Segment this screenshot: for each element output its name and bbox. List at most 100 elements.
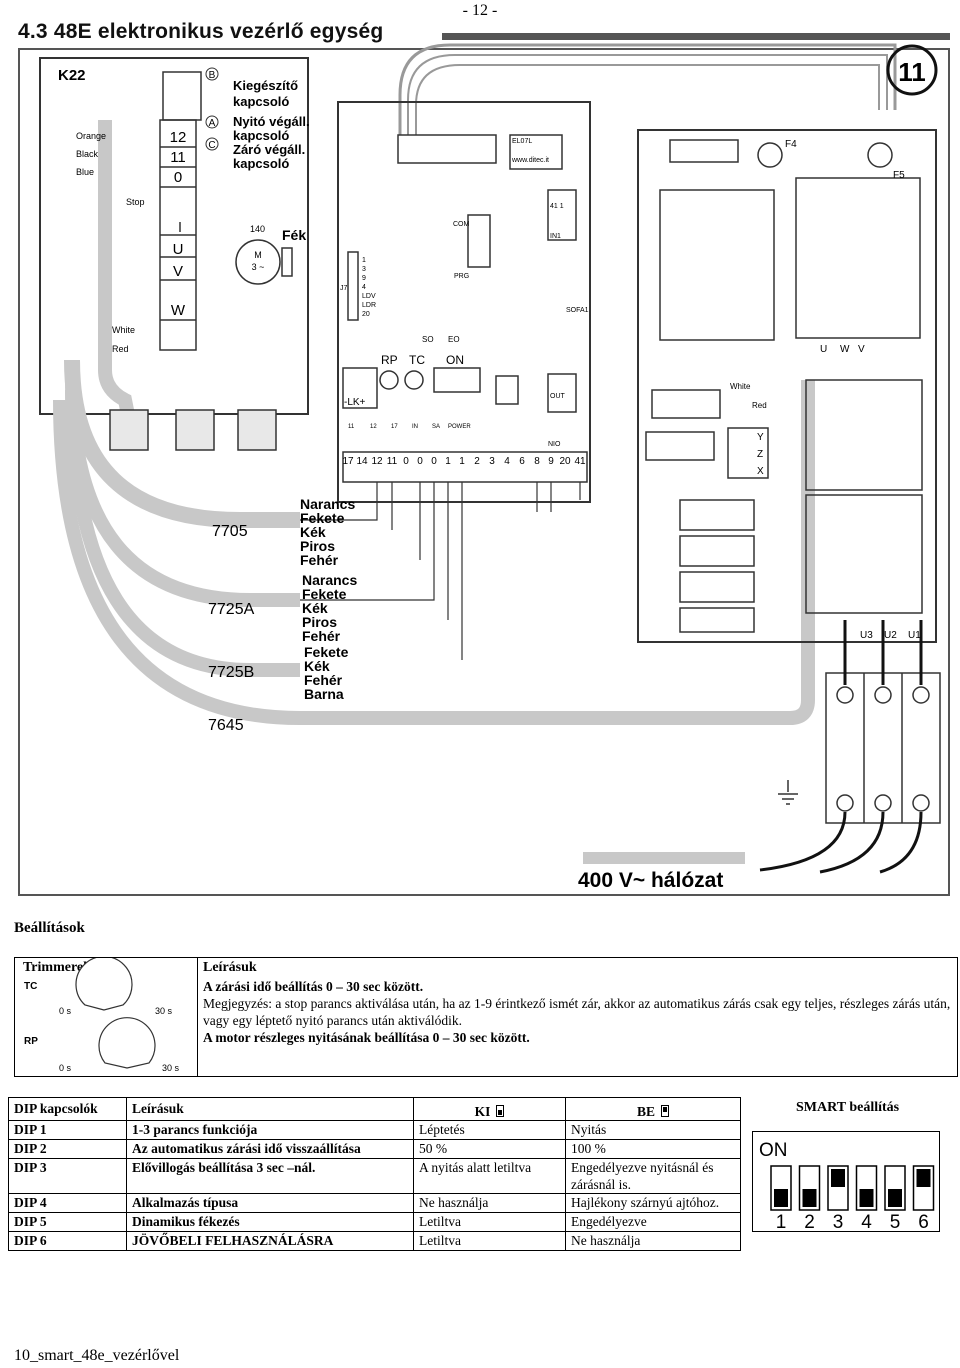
smart-switch-lever xyxy=(916,1169,931,1187)
cable-7725a-wire: Fekete xyxy=(302,586,347,602)
dip-description: Az automatikus zárási idő visszaállítása xyxy=(126,1139,414,1159)
cable-code: 7645 xyxy=(208,717,244,734)
motor-number: 140 xyxy=(250,224,265,234)
terminal-w: W xyxy=(171,302,186,319)
strip-terminal: 8 xyxy=(534,456,540,467)
switch-a-letter: A xyxy=(209,118,216,129)
table-row: DIP 1 1-3 parancs funkciója Léptetés Nyi… xyxy=(8,1120,741,1140)
switch-on-icon xyxy=(661,1105,669,1117)
table-row: DIP 6 JÖVŐBELI FELHASZNÁLÁSRA Letiltva N… xyxy=(8,1231,741,1251)
j7-pin: 4 xyxy=(362,284,366,291)
section-title: 4.3 48E elektronikus vezérlő egység xyxy=(18,20,384,43)
k22-label: K22 xyxy=(58,67,86,84)
strip-terminal: 14 xyxy=(356,456,368,467)
power-label: White xyxy=(730,382,751,391)
rp-trimmer-label: RP xyxy=(24,1036,38,1047)
dip-number: DIP 2 xyxy=(8,1139,127,1159)
j7-pin: LDR xyxy=(362,302,376,309)
power-label: U1 xyxy=(908,630,921,641)
motor-label: M xyxy=(254,250,262,260)
settings-heading: Beállítások xyxy=(14,920,85,936)
strip-terminal: 1 xyxy=(459,456,465,467)
power-board xyxy=(637,129,937,643)
tc-note: Megjegyzés: a stop parancs aktiválása ut… xyxy=(203,996,951,1028)
wire-label: Stop xyxy=(126,197,145,207)
strip-terminal: 12 xyxy=(371,456,383,467)
on-label: ON xyxy=(759,1140,788,1161)
cable-7725a-wire: Piros xyxy=(302,614,337,630)
dip-description: Alkalmazás típusa xyxy=(126,1193,414,1213)
led-label: 11 xyxy=(348,424,355,430)
control-board xyxy=(337,101,591,503)
smart-switch-number: 6 xyxy=(918,1212,929,1231)
cable-7725a-wire: Fehér xyxy=(302,628,341,644)
cable-code: 7705 xyxy=(212,523,248,540)
board-code: IN1 xyxy=(550,233,561,240)
smart-switch-lever xyxy=(774,1189,788,1207)
power-label: U2 xyxy=(884,630,897,641)
brake-label: Fék xyxy=(282,227,306,243)
trimmer-label: TC xyxy=(409,353,425,367)
cable-code: 7725B xyxy=(208,664,254,681)
board-code: OUT xyxy=(550,393,566,400)
led-label: 12 xyxy=(370,424,377,430)
cable-7725b-wire: Barna xyxy=(304,686,344,702)
board-code: PRG xyxy=(454,273,469,280)
power-label: X xyxy=(757,466,764,477)
diagram-frame xyxy=(18,48,950,896)
cable-7725b-wire: Fekete xyxy=(304,644,349,660)
rp-dial xyxy=(98,1017,156,1069)
switch-b-label: Kiegészítő xyxy=(233,78,298,93)
smart-switch-lever xyxy=(859,1189,874,1207)
dip-description: JÖVŐBELI FELHASZNÁLÁSRA xyxy=(126,1231,414,1251)
table-row: DIP 3 Elővillogás beállítása 3 sec –nál.… xyxy=(8,1158,741,1194)
page-number: - 12 - xyxy=(462,2,498,19)
cable-7705-wire: Fehér xyxy=(300,552,339,568)
dip-description: Dinamikus fékezés xyxy=(126,1212,414,1232)
cable-7705-wire: Fekete xyxy=(300,510,345,526)
tc-min: 0 s xyxy=(59,1006,72,1016)
switch-c-label: Záró végáll. xyxy=(233,142,305,157)
wire-label: Black xyxy=(76,149,99,159)
j7-pin: 1 xyxy=(362,257,366,264)
strip-terminal: 9 xyxy=(548,456,554,467)
dip-off-value: Letiltva xyxy=(413,1212,566,1232)
led-label: 17 xyxy=(391,424,398,430)
dip-description: 1-3 parancs funkciója xyxy=(126,1120,414,1140)
svg-text:kapcsoló: kapcsoló xyxy=(233,94,289,109)
dip-off-value: 50 % xyxy=(413,1139,566,1159)
dip-off-value: Léptetés xyxy=(413,1120,566,1140)
dip-description: Elővillogás beállítása 3 sec –nál. xyxy=(126,1158,414,1194)
dip-on-value: Engedélyezve xyxy=(565,1212,741,1232)
tc-dial xyxy=(75,958,133,1011)
led-label: IN xyxy=(412,424,418,430)
power-label: U3 xyxy=(860,630,873,641)
trimmer-label: EO xyxy=(448,335,460,344)
smart-switch-number: 4 xyxy=(861,1212,872,1231)
strip-terminal: 2 xyxy=(474,456,480,467)
rp-description: A motor részleges nyitásának beállítása … xyxy=(203,1030,530,1045)
trimmer-label: RP xyxy=(381,353,398,367)
board-code: 41 1 xyxy=(550,203,564,210)
strip-terminal: 4 xyxy=(504,456,510,467)
svg-text:3 ~: 3 ~ xyxy=(252,262,265,272)
j7-pin: LDV xyxy=(362,293,376,300)
terminal-u: U xyxy=(173,241,184,258)
wire-label: Red xyxy=(112,344,129,354)
power-label: V xyxy=(858,344,865,355)
footer-filename: 10_smart_48e_vezérlővel xyxy=(14,1347,180,1364)
strip-terminal: 0 xyxy=(417,456,423,467)
svg-text:kapcsoló: kapcsoló xyxy=(233,156,289,171)
on-col-header: BE xyxy=(636,1104,655,1119)
j7-pin: 3 xyxy=(362,266,366,273)
board-code: EL07L xyxy=(512,138,532,145)
cable-7725a-wire: Kék xyxy=(302,600,328,616)
board-code: J7 xyxy=(340,285,348,292)
dip-number: DIP 5 xyxy=(8,1212,127,1232)
strip-terminal: 0 xyxy=(403,456,409,467)
board-label xyxy=(509,134,563,170)
strip-terminal: 1 xyxy=(445,456,451,467)
trimmer-label: -LK+ xyxy=(344,397,366,408)
